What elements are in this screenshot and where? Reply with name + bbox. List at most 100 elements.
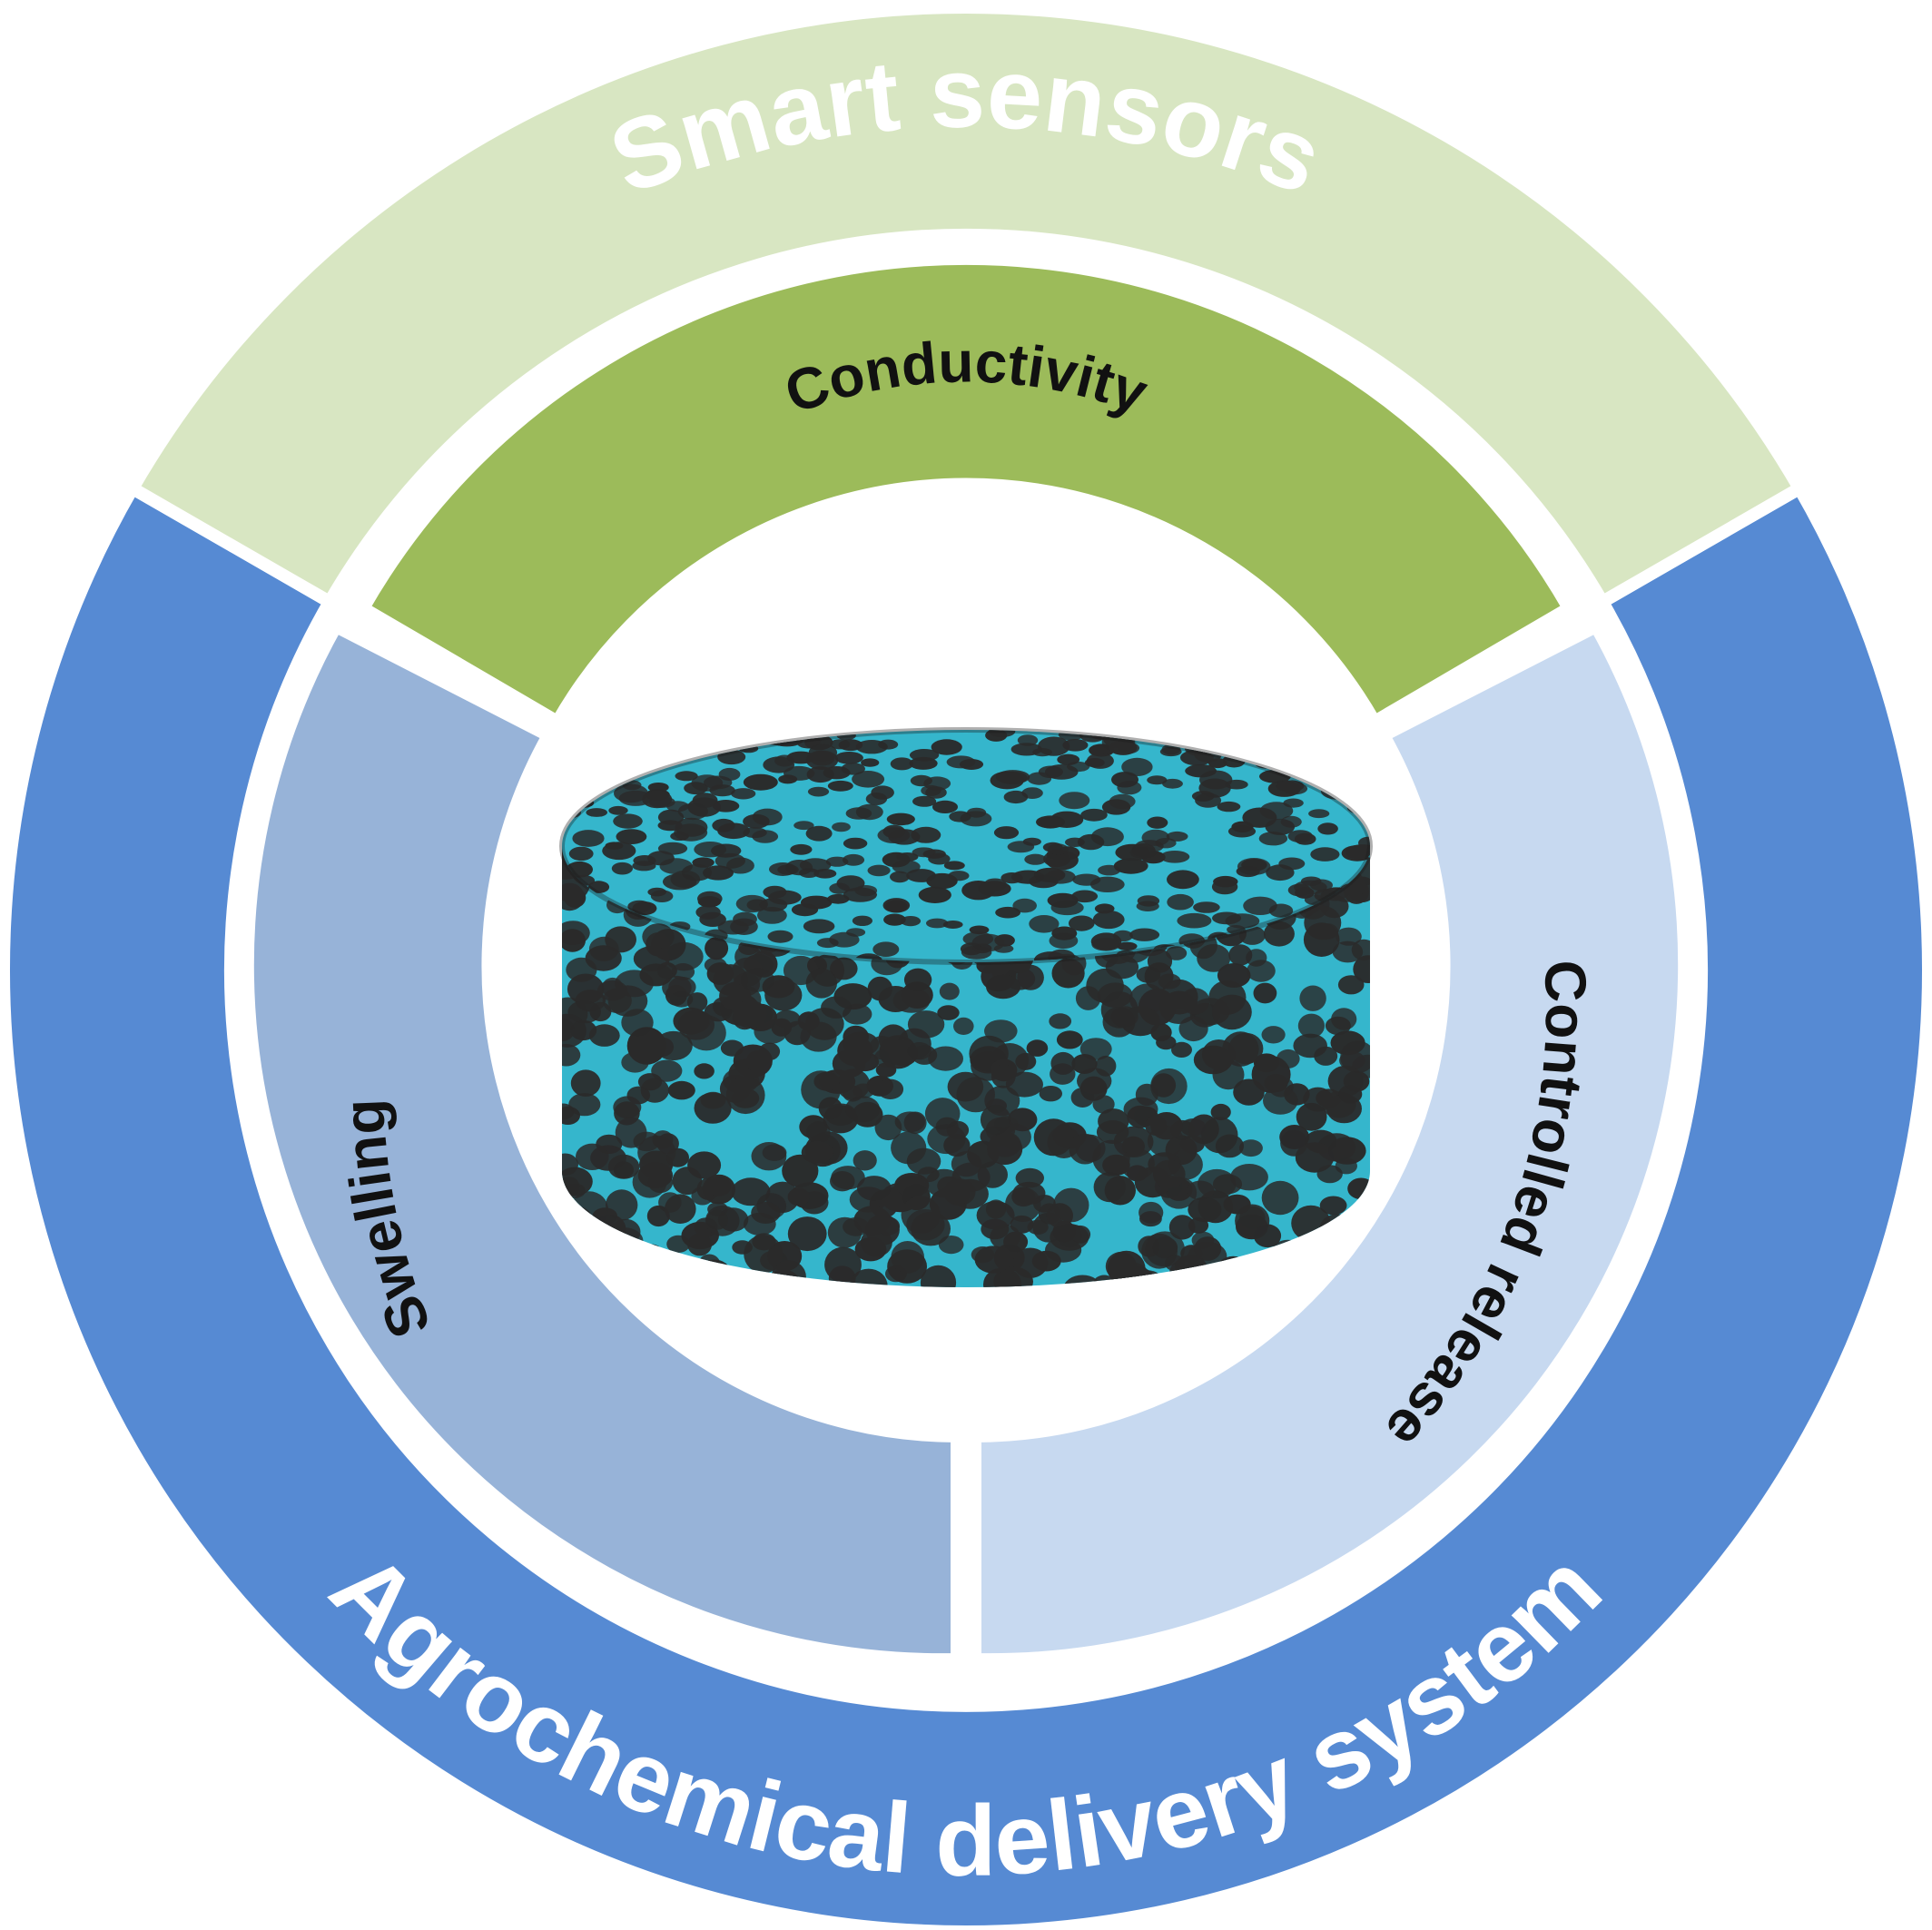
pore [853, 1206, 891, 1235]
pore [665, 1194, 696, 1224]
pore [1311, 742, 1343, 757]
pore [984, 1019, 1018, 1042]
pore [1016, 1168, 1044, 1188]
pore [1108, 1251, 1146, 1286]
pore [1242, 747, 1261, 756]
pore [605, 926, 636, 952]
pore [887, 813, 915, 826]
pore [910, 749, 939, 762]
pore [651, 890, 674, 902]
pore [790, 844, 812, 855]
pore [569, 847, 594, 861]
pore [571, 1069, 601, 1097]
pore [1057, 1030, 1083, 1049]
pore [608, 806, 627, 815]
pore [1091, 827, 1124, 846]
pore [907, 1042, 932, 1059]
pore [734, 1000, 767, 1029]
pore [1018, 734, 1038, 746]
pore [960, 811, 991, 826]
pore [975, 1246, 1012, 1273]
pore [686, 1263, 721, 1296]
pore [1065, 838, 1085, 847]
pore [1104, 1279, 1125, 1295]
pore [827, 894, 849, 904]
pore [741, 968, 775, 992]
pore [752, 830, 778, 843]
pore [1179, 1016, 1208, 1041]
pore [991, 1065, 1016, 1088]
pore [876, 1063, 897, 1078]
pore [926, 873, 957, 889]
pore [778, 774, 797, 783]
pore [1097, 1120, 1129, 1144]
pore [669, 733, 691, 742]
pore [699, 912, 726, 927]
pore [843, 1032, 879, 1057]
pore [612, 862, 633, 875]
pore [843, 838, 867, 850]
pore [1344, 1071, 1370, 1092]
pore [981, 1105, 1011, 1135]
pore [846, 807, 872, 819]
pore [692, 1279, 713, 1297]
pore [772, 1260, 806, 1294]
pore [1069, 916, 1095, 931]
pore [1138, 1202, 1163, 1224]
pore [726, 858, 754, 874]
pore [1091, 932, 1122, 950]
pore [1039, 817, 1063, 828]
pore [1313, 767, 1335, 778]
pore [1211, 1104, 1231, 1120]
pore [1034, 868, 1066, 882]
pore [1273, 745, 1294, 756]
pore [728, 733, 749, 745]
pore [871, 785, 894, 799]
pore [557, 745, 586, 760]
pore [1217, 1260, 1249, 1290]
pore [926, 919, 948, 929]
pore [963, 931, 994, 946]
pore [1266, 864, 1294, 881]
pore [996, 770, 1030, 784]
pore [1272, 1240, 1305, 1264]
pore [1320, 1196, 1347, 1216]
pore [1027, 1039, 1049, 1057]
pore [835, 752, 863, 764]
pore [561, 783, 595, 800]
pore [684, 782, 707, 794]
pore [1177, 913, 1211, 929]
pore [689, 724, 715, 738]
pore [1286, 1278, 1307, 1294]
pore [639, 963, 672, 986]
pore [638, 1163, 673, 1188]
pore [1094, 1172, 1126, 1202]
pore [1077, 1068, 1111, 1094]
pore [678, 803, 708, 820]
pore [1352, 940, 1376, 960]
pore [1111, 772, 1138, 787]
pore [653, 1130, 674, 1148]
pore [1262, 1026, 1286, 1043]
pore [1326, 750, 1346, 762]
pore [638, 1244, 664, 1265]
pore [707, 1177, 732, 1196]
pore [1212, 995, 1252, 1030]
pore [1310, 880, 1333, 891]
pore [895, 1111, 925, 1132]
pore [813, 869, 836, 879]
pore [904, 969, 932, 991]
pore [1153, 1160, 1186, 1189]
pore [1262, 1181, 1299, 1215]
pore [743, 814, 770, 829]
pore [1295, 833, 1316, 845]
pore [744, 774, 778, 791]
pore [602, 842, 636, 860]
pore [855, 885, 878, 896]
pore [1051, 901, 1084, 915]
pore [1034, 1118, 1074, 1156]
pore [890, 871, 910, 883]
pore [678, 1272, 705, 1295]
pore [1231, 822, 1253, 832]
pore [1236, 1215, 1268, 1240]
